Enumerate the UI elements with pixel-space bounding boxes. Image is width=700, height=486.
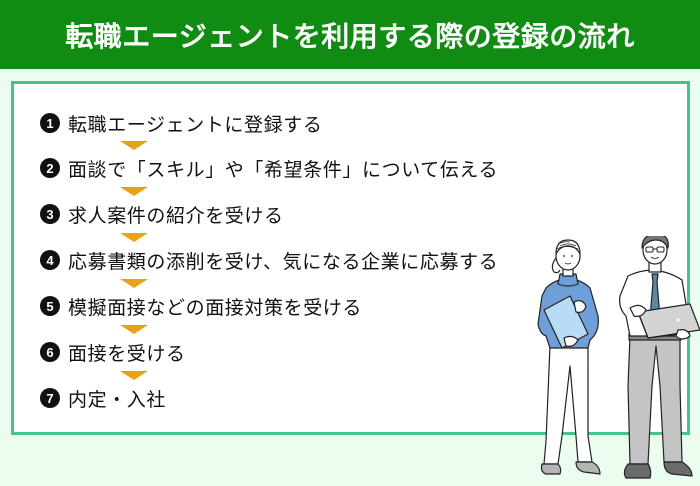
down-arrow-icon: [120, 187, 148, 196]
flow-step-5: 5 模擬面接などの面接対策を受ける: [40, 293, 362, 319]
step-label: 面談で「スキル」や「希望条件」について伝える: [68, 158, 499, 181]
down-arrow-icon: [120, 141, 148, 150]
man-figure: [619, 236, 700, 479]
step-number-icon: 6: [40, 342, 60, 362]
people-illustration: [537, 236, 700, 479]
step-label: 応募書類の添削を受け、気になる企業に応募する: [68, 250, 499, 273]
flow-step-7: 7 内定・入社: [40, 385, 166, 411]
step-number-icon: 4: [40, 250, 60, 270]
header-banner: 転職エージェントを利用する際の登録の流れ: [0, 0, 700, 69]
down-arrow-icon: [120, 325, 148, 334]
flow-step-4: 4 応募書類の添削を受け、気になる企業に応募する: [40, 247, 498, 273]
down-arrow-icon: [120, 279, 148, 288]
step-label: 面接を受ける: [68, 342, 186, 365]
flow-step-6: 6 面接を受ける: [40, 339, 186, 365]
step-label: 内定・入社: [68, 388, 167, 411]
step-number-icon: 2: [40, 158, 60, 178]
flow-step-1: 1 転職エージェントに登録する: [40, 110, 322, 136]
flow-step-2: 2 面談で「スキル」や「希望条件」について伝える: [40, 155, 498, 181]
step-number-icon: 1: [40, 113, 60, 133]
step-number-icon: 5: [40, 296, 60, 316]
step-label: 求人案件の紹介を受ける: [68, 204, 284, 227]
woman-figure: [537, 239, 601, 475]
down-arrow-icon: [120, 371, 148, 380]
page-title: 転職エージェントを利用する際の登録の流れ: [65, 19, 635, 53]
step-label: 転職エージェントに登録する: [68, 113, 323, 136]
step-number-icon: 7: [40, 388, 60, 408]
step-number-icon: 3: [40, 204, 60, 224]
down-arrow-icon: [120, 233, 148, 242]
flow-step-3: 3 求人案件の紹介を受ける: [40, 201, 284, 227]
step-label: 模擬面接などの面接対策を受ける: [68, 296, 363, 319]
